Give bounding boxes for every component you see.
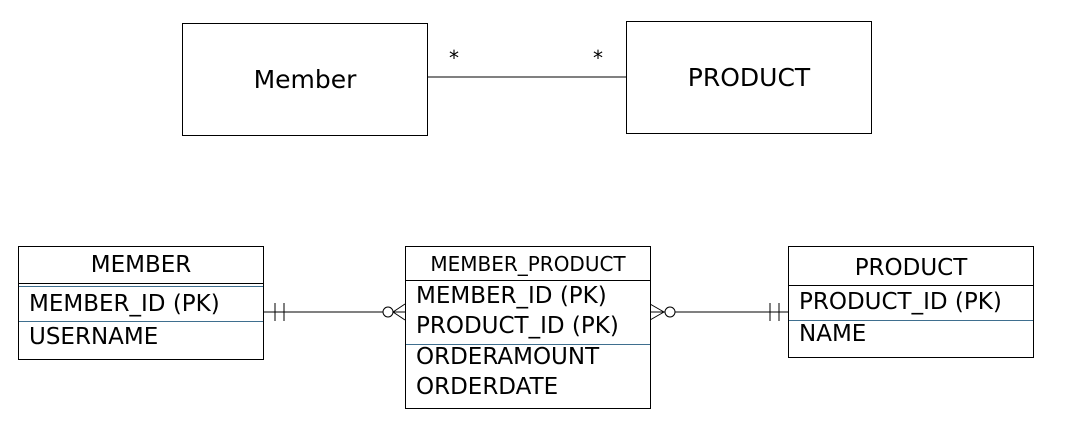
product-key-row: PRODUCT_ID (PK) xyxy=(799,289,1002,315)
product-attribute-section: NAME xyxy=(789,319,1033,349)
product-attribute-row: NAME xyxy=(799,321,867,347)
right-multiplicity: * xyxy=(593,46,603,70)
member-product-key-section: MEMBER_ID (PK) PRODUCT_ID (PK) xyxy=(406,281,650,345)
zero-mark xyxy=(382,306,394,318)
crow-foot-bottom xyxy=(649,311,665,321)
product-key-section: PRODUCT_ID (PK) xyxy=(789,286,1033,321)
member-key-row: MEMBER_ID (PK) xyxy=(29,291,220,317)
member-product-attribute-row: ORDERDATE xyxy=(416,374,559,400)
member-product-table-title: MEMBER_PRODUCT xyxy=(406,247,650,281)
zero-mark xyxy=(664,306,676,318)
product-table: PRODUCT PRODUCT_ID (PK) NAME xyxy=(788,246,1034,358)
crow-foot-bottom xyxy=(392,311,406,321)
member-relationship-line xyxy=(263,303,406,321)
member-product-attribute-row: ORDERAMOUNT xyxy=(416,344,600,370)
left-multiplicity: * xyxy=(449,46,459,70)
member-key-section: MEMBER_ID (PK) xyxy=(19,286,263,322)
member-entity: Member xyxy=(182,23,428,136)
crow-foot-top xyxy=(649,303,665,313)
member-product-key-row: PRODUCT_ID (PK) xyxy=(416,313,619,339)
member-product-table: MEMBER_PRODUCT MEMBER_ID (PK) PRODUCT_ID… xyxy=(405,246,651,409)
member-table: MEMBER MEMBER_ID (PK) USERNAME xyxy=(18,246,264,360)
product-relationship-line xyxy=(649,303,788,321)
product-table-title: PRODUCT xyxy=(789,250,1033,286)
crow-foot-top xyxy=(392,303,406,313)
member-product-key-row: MEMBER_ID (PK) xyxy=(416,283,607,309)
member-attribute-row: USERNAME xyxy=(29,324,159,350)
member-product-attribute-section: ORDERAMOUNT ORDERDATE xyxy=(406,342,650,402)
member-table-title: MEMBER xyxy=(19,247,263,284)
member-entity-label: Member xyxy=(253,65,357,94)
member-attribute-section: USERNAME xyxy=(19,322,263,352)
product-entity: PRODUCT xyxy=(626,21,872,134)
product-entity-label: PRODUCT xyxy=(687,63,811,92)
